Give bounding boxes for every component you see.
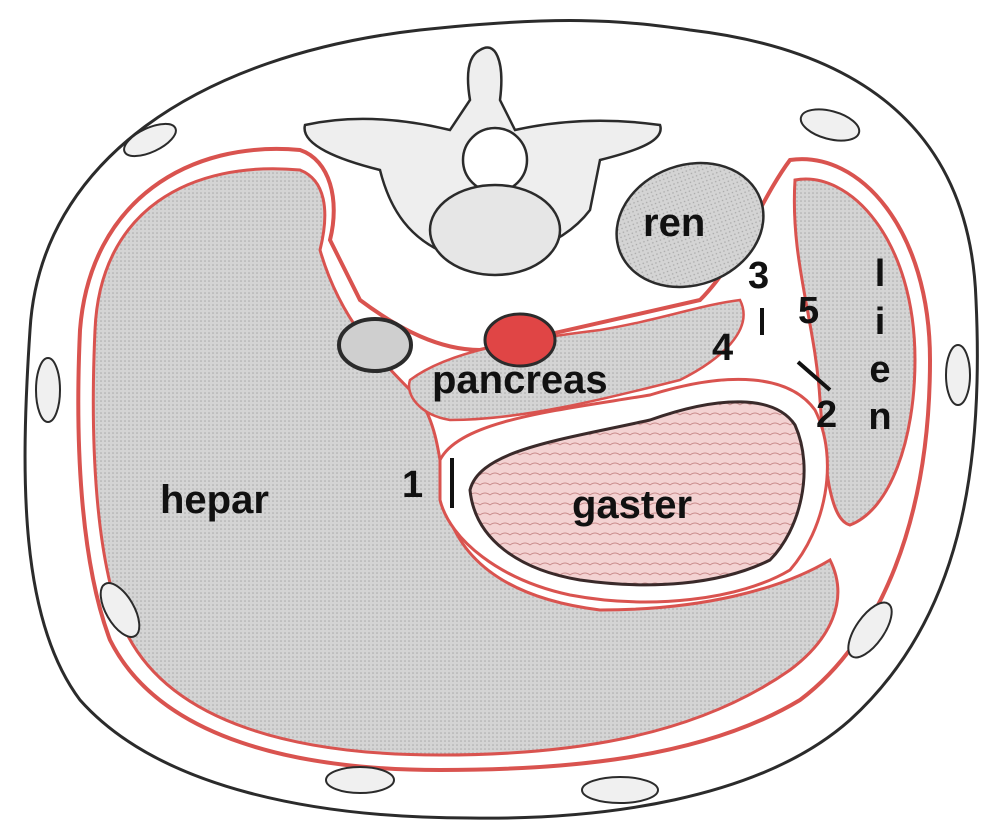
marker-5-label: 5 [798,292,819,330]
spinal-canal [463,128,527,192]
label-lien-i: i [860,303,900,341]
label-pancreas: pancreas [432,360,608,400]
label-hepar: hepar [160,480,269,520]
vena-cava [339,319,411,371]
rib-left-1 [36,358,60,422]
rib-right-1 [946,345,970,405]
label-lien-l: l [860,255,900,293]
label-lien-n: n [860,398,900,436]
marker-4-label: 4 [712,329,733,367]
rib-bottom-mid [326,767,394,793]
marker-1-label: 1 [402,466,423,504]
label-gaster: gaster [572,485,692,525]
label-lien: l i e n [860,255,900,435]
marker-3-label: 3 [748,257,769,295]
marker-2-label: 2 [816,396,837,434]
label-ren: ren [643,203,705,243]
rib-bottom-right [582,777,658,803]
label-lien-e: e [860,351,900,389]
vertebral-body [430,185,560,275]
